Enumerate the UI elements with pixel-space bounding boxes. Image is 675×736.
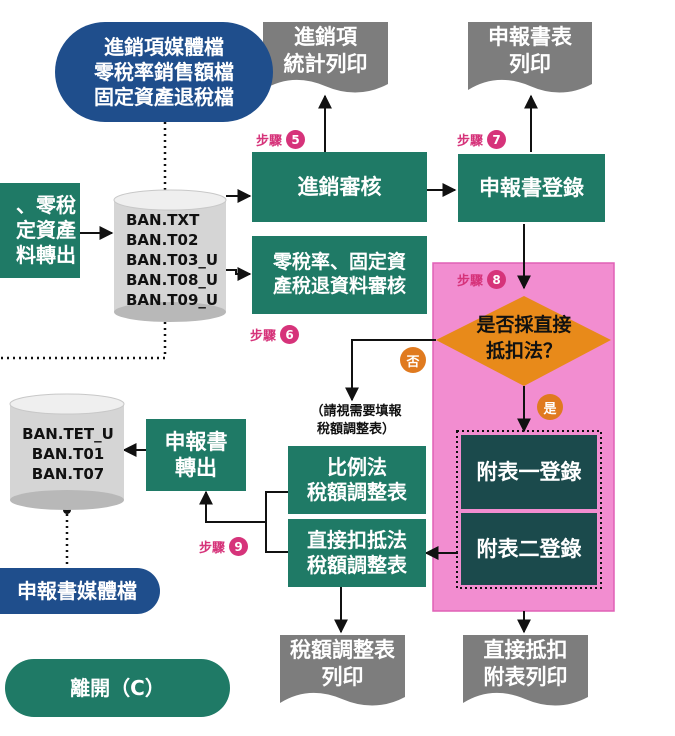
tax-adjustment-print-doc[interactable]: 稅額調整表 列印 (280, 635, 405, 707)
step-number: 5 (286, 130, 306, 149)
step-number: 6 (280, 325, 300, 344)
db1-file: BAN.T09_U (126, 291, 219, 309)
doc-line: 統計列印 (283, 52, 368, 76)
db1-file: BAN.TXT (126, 211, 200, 229)
db2-file: BAN.T01 (31, 445, 105, 463)
report-register-label: 申報書登錄 (479, 175, 584, 200)
left-partial-line-1: 、零稅 (16, 193, 76, 217)
decision-diamond (436, 296, 611, 386)
doc-line: 稅額調整表 (290, 637, 395, 662)
step-number: 8 (487, 270, 507, 289)
db1-file: BAN.T03_U (126, 251, 219, 269)
media-line-3: 固定資產退稅檔 (94, 84, 234, 109)
db1-file: BAN.T02 (126, 231, 199, 249)
step-7-label: 步驟 7 (457, 130, 507, 149)
doc-line: 列印 (321, 665, 364, 689)
report-register-box[interactable]: 申報書登錄 (458, 154, 605, 222)
database-2-icon (9, 393, 125, 510)
proportional-line-2: 稅額調整表 (307, 480, 407, 504)
doc-line: 直接抵扣 (483, 637, 568, 662)
doc-shape-1 (263, 22, 388, 93)
media-line-1: 進銷項媒體檔 (104, 34, 224, 59)
db1-file: BAN.T08_U (126, 271, 219, 289)
step-text: 步驟 (199, 541, 226, 556)
direct-deduct-line-2: 稅額調整表 (307, 553, 407, 577)
proportional-method-box[interactable]: 比例法 稅額調整表 (288, 446, 426, 514)
step-number: 9 (229, 537, 249, 556)
doc-line: 列印 (509, 52, 551, 76)
step-9-label: 步驟 9 (199, 537, 249, 556)
report-export-line-1: 申報書 (164, 429, 228, 454)
left-partial-line-3: 料轉出 (16, 243, 76, 267)
purchase-review-label: 進銷審核 (297, 174, 382, 199)
exit-label: 離開（C） (70, 675, 165, 700)
step-6-label: 步驟 6 (250, 325, 300, 344)
db2-file: BAN.T07 (31, 465, 105, 483)
db2-file: BAN.TET_U (22, 425, 114, 443)
purchase-stats-print-doc[interactable]: 進銷項 統計列印 (263, 22, 388, 94)
schedule-1-register-box[interactable]: 附表一登錄 (461, 435, 597, 509)
schedule-2-label: 附表二登錄 (476, 536, 582, 561)
doc-shape-3 (280, 635, 405, 706)
no-badge: 否 (400, 347, 426, 373)
zero-tax-export-box[interactable]: 、零稅 定資產 料轉出 (0, 183, 80, 278)
step-text: 步驟 (256, 134, 283, 149)
fill-note: （請視需要填報 稅額調整表） (286, 403, 426, 439)
db1-file-list: BAN.TXT BAN.T02 BAN.T03_U BAN.T08_U BAN.… (126, 210, 218, 310)
decision-line-1: 是否採直接 (476, 314, 572, 336)
media-line-2: 零稅率銷售額檔 (94, 59, 234, 84)
database-1-icon (113, 189, 227, 322)
report-print-doc[interactable]: 申報書表 列印 (468, 22, 592, 94)
direct-deduct-line-1: 直接扣抵法 (307, 528, 407, 552)
left-partial-line-2: 定資產 (16, 218, 76, 242)
direct-deduct-print-doc[interactable]: 直接抵扣 附表列印 (463, 635, 588, 707)
schedule-2-register-box[interactable]: 附表二登錄 (461, 513, 597, 585)
yes-badge: 是 (537, 394, 563, 420)
note-line-2: 稅額調整表） (316, 422, 395, 437)
decision-text: 是否採直接 抵扣法？ (456, 312, 592, 364)
report-export-box[interactable]: 申報書 轉出 (146, 419, 246, 491)
step-text: 步驟 (250, 329, 277, 344)
report-media-label: 申報書媒體檔 (17, 578, 137, 603)
direct-deduct-method-box[interactable]: 直接扣抵法 稅額調整表 (288, 519, 426, 587)
zero-tax-line-2: 產稅退資料審核 (272, 275, 406, 297)
step-8-label: 步驟 8 (457, 270, 507, 289)
report-media-file-pill: 申報書媒體檔 (0, 568, 160, 614)
schedule-1-label: 附表一登錄 (476, 459, 582, 484)
proportional-line-1: 比例法 (327, 455, 387, 479)
doc-line: 申報書表 (488, 24, 572, 49)
db2-file-list: BAN.TET_U BAN.T01 BAN.T07 (22, 424, 114, 484)
step-number: 7 (487, 130, 507, 149)
zero-tax-review-box[interactable]: 零稅率、固定資 產稅退資料審核 (252, 236, 427, 314)
doc-shape-4 (463, 635, 588, 706)
doc-line: 附表列印 (483, 665, 568, 689)
doc-line: 進銷項 (294, 24, 357, 49)
purchase-review-box[interactable]: 進銷審核 (252, 152, 427, 222)
doc-shape-2 (468, 22, 592, 93)
decision-line-2: 抵扣法？ (485, 340, 562, 362)
media-files-pill: 進銷項媒體檔 零稅率銷售額檔 固定資產退稅檔 (55, 22, 273, 122)
step-text: 步驟 (457, 274, 484, 289)
note-line-1: （請視需要填報 (310, 404, 402, 419)
zero-tax-line-1: 零稅率、固定資 (272, 251, 406, 274)
step-5-label: 步驟 5 (256, 130, 306, 149)
step-text: 步驟 (457, 134, 484, 149)
exit-button[interactable]: 離開（C） (5, 659, 230, 717)
report-export-line-2: 轉出 (175, 456, 217, 480)
